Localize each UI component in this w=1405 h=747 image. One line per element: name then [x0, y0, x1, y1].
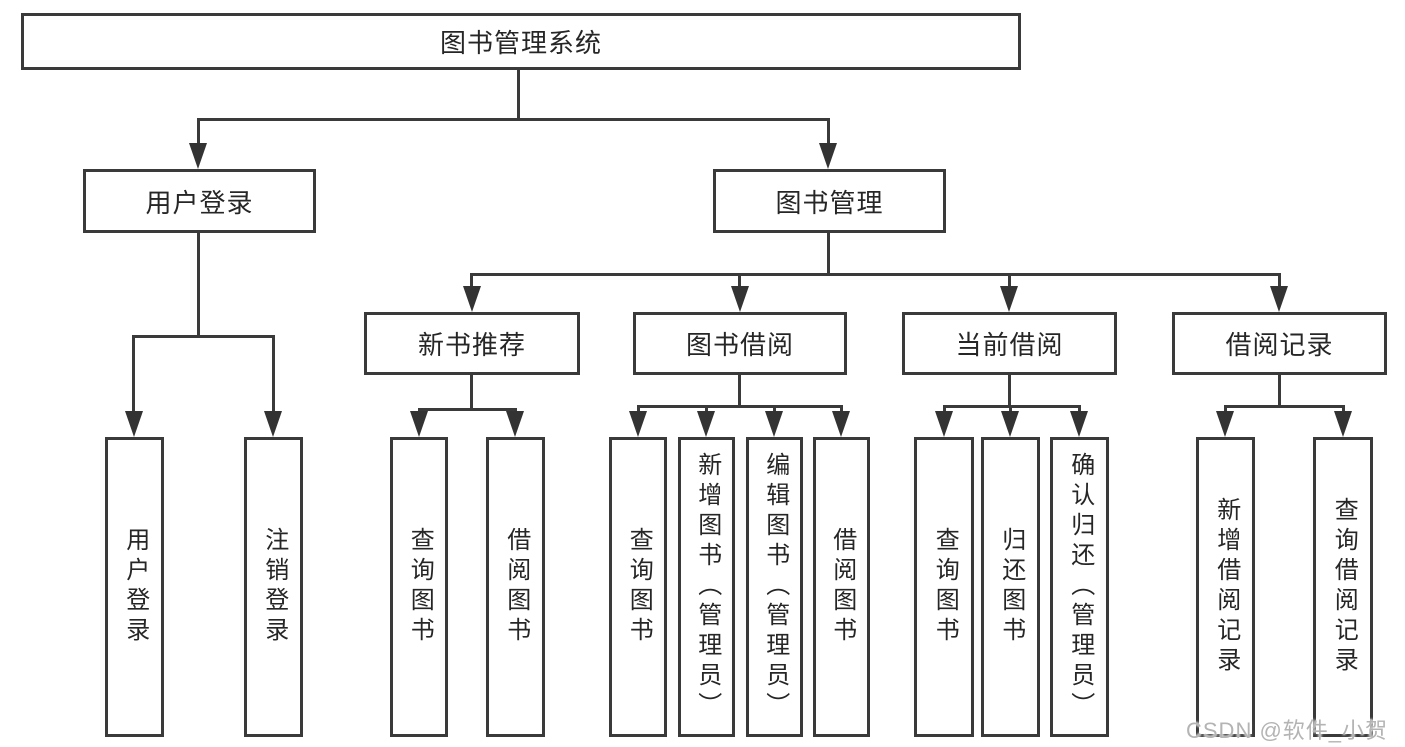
leaf-user-login: 用户登录 — [105, 437, 164, 737]
connector-line — [1008, 273, 1011, 287]
leaf-current-query-label: 查询图书 — [931, 527, 959, 647]
leaf-logout-label: 注销登录 — [260, 527, 288, 647]
connector-line — [1278, 375, 1281, 405]
leaf-newbook-query-label: 查询图书 — [406, 527, 434, 647]
leaf-borrow-query-label: 查询图书 — [625, 527, 653, 647]
leaf-borrow-add-admin: 新增图书（管理员） — [678, 437, 735, 737]
node-root-system: 图书管理系统 — [21, 13, 1021, 70]
leaf-current-confirm-admin-label: 确认归还（管理员） — [1066, 452, 1094, 722]
connector-line — [943, 405, 1081, 408]
node-book-management-label: 图书管理 — [775, 187, 884, 218]
arrowhead-icon — [1334, 411, 1352, 437]
connector-line — [197, 118, 830, 121]
leaf-borrow-edit-admin: 编辑图书（管理员） — [746, 437, 803, 737]
connector-line — [738, 273, 741, 287]
leaf-current-return-label: 归还图书 — [997, 527, 1025, 647]
leaf-newbook-query: 查询图书 — [390, 437, 448, 737]
arrowhead-icon — [819, 143, 837, 169]
node-current-borrow: 当前借阅 — [902, 312, 1117, 375]
connector-line — [1009, 405, 1012, 413]
connector-line — [470, 375, 473, 408]
leaf-current-confirm-admin: 确认归还（管理员） — [1050, 437, 1109, 737]
connector-line — [827, 233, 830, 273]
connector-line — [1078, 405, 1081, 413]
connector-line — [1342, 405, 1345, 413]
arrowhead-icon — [410, 411, 428, 437]
leaf-borrow-query: 查询图书 — [609, 437, 667, 737]
leaf-records-query: 查询借阅记录 — [1313, 437, 1373, 737]
node-borrow-records: 借阅记录 — [1172, 312, 1387, 375]
connector-line — [197, 118, 200, 144]
node-user-login-label: 用户登录 — [145, 187, 254, 218]
connector-line — [470, 273, 473, 287]
arrowhead-icon — [832, 411, 850, 437]
connector-line — [418, 408, 517, 411]
arrowhead-icon — [463, 286, 481, 312]
arrowhead-icon — [189, 143, 207, 169]
leaf-current-return: 归还图书 — [981, 437, 1040, 737]
connector-line — [840, 405, 843, 413]
leaf-records-query-label: 查询借阅记录 — [1330, 497, 1358, 677]
connector-line — [637, 405, 843, 408]
connector-line — [470, 273, 1281, 276]
leaf-borrow-edit-admin-label: 编辑图书（管理员） — [761, 452, 789, 722]
arrowhead-icon — [506, 411, 524, 437]
connector-line — [1224, 405, 1227, 413]
arrowhead-icon — [1070, 411, 1088, 437]
leaf-logout: 注销登录 — [244, 437, 303, 737]
connector-line — [705, 405, 708, 413]
node-book-management: 图书管理 — [713, 169, 946, 233]
connector-line — [943, 405, 946, 413]
node-borrow-records-label: 借阅记录 — [1225, 330, 1334, 360]
connector-line — [738, 375, 741, 405]
connector-line — [827, 118, 830, 144]
leaf-borrow-add-admin-label: 新增图书（管理员） — [693, 452, 721, 722]
arrowhead-icon — [1000, 286, 1018, 312]
leaf-newbook-borrow-label: 借阅图书 — [502, 527, 530, 647]
leaf-borrow-borrow: 借阅图书 — [813, 437, 870, 737]
arrowhead-icon — [731, 286, 749, 312]
connector-line — [773, 405, 776, 413]
arrowhead-icon — [1216, 411, 1234, 437]
arrowhead-icon — [125, 411, 143, 437]
arrowhead-icon — [1270, 286, 1288, 312]
node-book-borrow: 图书借阅 — [633, 312, 847, 375]
leaf-current-query: 查询图书 — [914, 437, 974, 737]
arrowhead-icon — [697, 411, 715, 437]
arrowhead-icon — [629, 411, 647, 437]
leaf-borrow-borrow-label: 借阅图书 — [828, 527, 856, 647]
arrowhead-icon — [1001, 411, 1019, 437]
arrowhead-icon — [264, 411, 282, 437]
connector-line — [132, 335, 135, 412]
node-root-system-label: 图书管理系统 — [439, 28, 602, 58]
connector-line — [132, 335, 275, 338]
node-new-book-recommend-label: 新书推荐 — [417, 330, 526, 360]
node-new-book-recommend: 新书推荐 — [364, 312, 580, 375]
connector-line — [1278, 273, 1281, 287]
node-book-borrow-label: 图书借阅 — [685, 330, 794, 360]
connector-line — [517, 70, 520, 118]
connector-line — [1224, 405, 1344, 408]
connector-line — [1008, 375, 1011, 405]
leaf-records-add: 新增借阅记录 — [1196, 437, 1255, 737]
csdn-watermark: CSDN @软件_小贺同学 — [1186, 718, 1389, 743]
node-user-login: 用户登录 — [83, 169, 316, 233]
connector-line — [637, 405, 640, 413]
leaf-user-login-label: 用户登录 — [121, 527, 149, 647]
node-current-borrow-label: 当前借阅 — [955, 330, 1064, 360]
connector-line — [197, 233, 200, 335]
leaf-newbook-borrow: 借阅图书 — [486, 437, 545, 737]
leaf-records-add-label: 新增借阅记录 — [1212, 497, 1240, 677]
arrowhead-icon — [935, 411, 953, 437]
arrowhead-icon — [765, 411, 783, 437]
connector-line — [272, 335, 275, 412]
